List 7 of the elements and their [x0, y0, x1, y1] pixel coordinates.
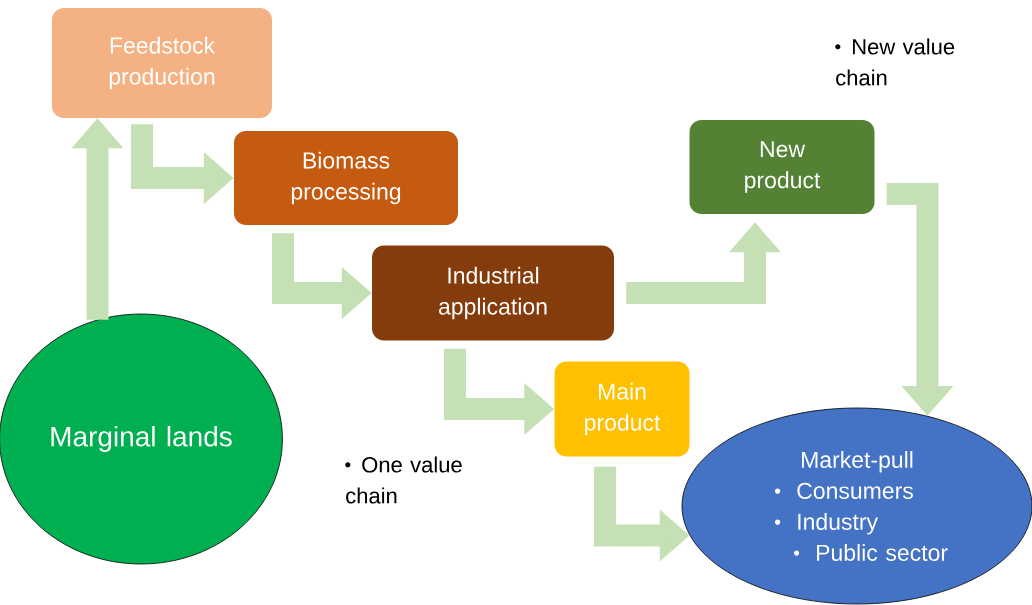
process-box: Industrial application — [372, 245, 614, 341]
process-box: Feedstock production — [52, 8, 272, 118]
bullet-note: New value chain — [835, 38, 955, 86]
process-box: Biomass processing — [234, 131, 458, 225]
product-box: Main product — [554, 361, 690, 457]
bullet-note: One value chain — [345, 456, 462, 504]
product-box: New product — [689, 120, 875, 214]
